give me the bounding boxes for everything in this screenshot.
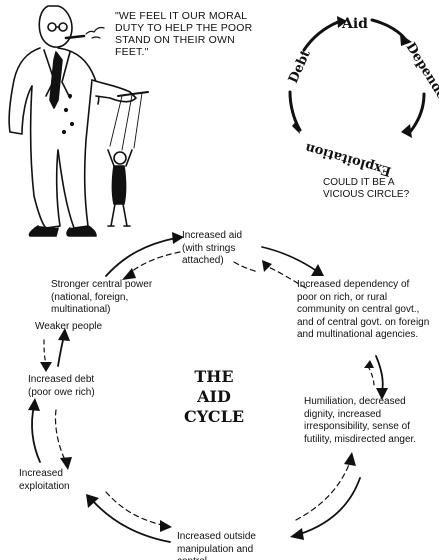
circle-word-exploitation: Exploitation — [303, 140, 393, 179]
circle-word-debt: Debt — [286, 48, 314, 86]
aid-cycle-title-line-2: AID — [196, 387, 231, 406]
aid-cycle-arrows — [28, 232, 388, 543]
aid-cycle-title-line-3: CYCLE — [184, 407, 244, 426]
node-increased-outside-manipulation: Increased outside manipulation and contr… — [177, 531, 256, 560]
circle-word-aid: Aid — [341, 16, 368, 32]
aid-cycle-title: THE AID CYCLE — [184, 367, 244, 426]
node-increased-dependency: Increased dependency of poor on rich, or… — [297, 279, 430, 340]
node-stronger-central-power: Stronger central power (national, foreig… — [51, 279, 153, 315]
cartoon-quote: "WE FEEL IT OUR MORAL DUTY TO HELP THE P… — [115, 10, 253, 58]
node-increased-aid: Increased aid (with strings attached) — [182, 230, 243, 266]
vicious-circle-question: COULD IT BE A VICIOUS CIRCLE? — [323, 177, 410, 200]
node-humiliation: Humiliation, decreased dignity, increase… — [304, 396, 417, 445]
node-increased-exploitation: Increased exploitation — [19, 468, 70, 492]
node-increased-debt: Increased debt (poor owe rich) — [28, 374, 95, 398]
aid-cycle-title-line-1: THE — [194, 367, 233, 386]
node-weaker-people: Weaker people — [35, 321, 103, 332]
